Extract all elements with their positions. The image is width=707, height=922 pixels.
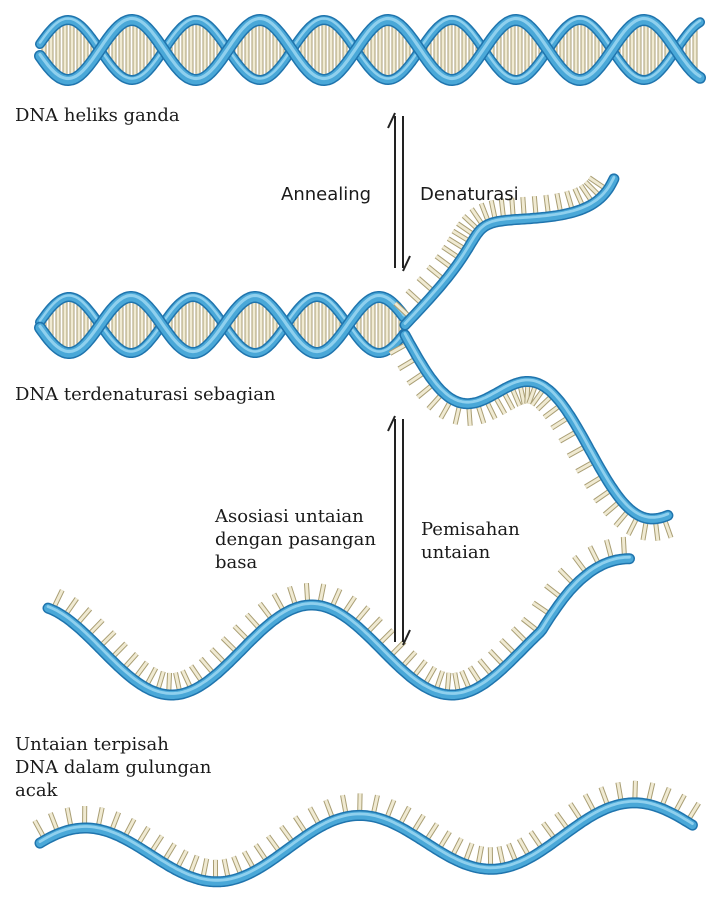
label-annealing: Annealing xyxy=(281,183,371,206)
label-double-helix: DNA heliks ganda xyxy=(15,104,180,127)
equilibrium-arrow-lower xyxy=(388,416,410,645)
label-strand-association: Asosiasi untaian dengan pasangan basa xyxy=(215,505,376,574)
label-separated-strands: Untaian terpisah DNA dalam gulungan acak xyxy=(15,733,211,802)
label-denaturation: Denaturasi xyxy=(420,183,519,206)
label-partially-denatured: DNA terdenaturasi sebagian xyxy=(15,383,276,406)
label-strand-separation: Pemisahan untaian xyxy=(421,518,520,564)
partially-denatured-helix xyxy=(40,177,671,540)
equilibrium-arrow-upper xyxy=(388,113,410,271)
double-helix-top xyxy=(40,19,700,81)
